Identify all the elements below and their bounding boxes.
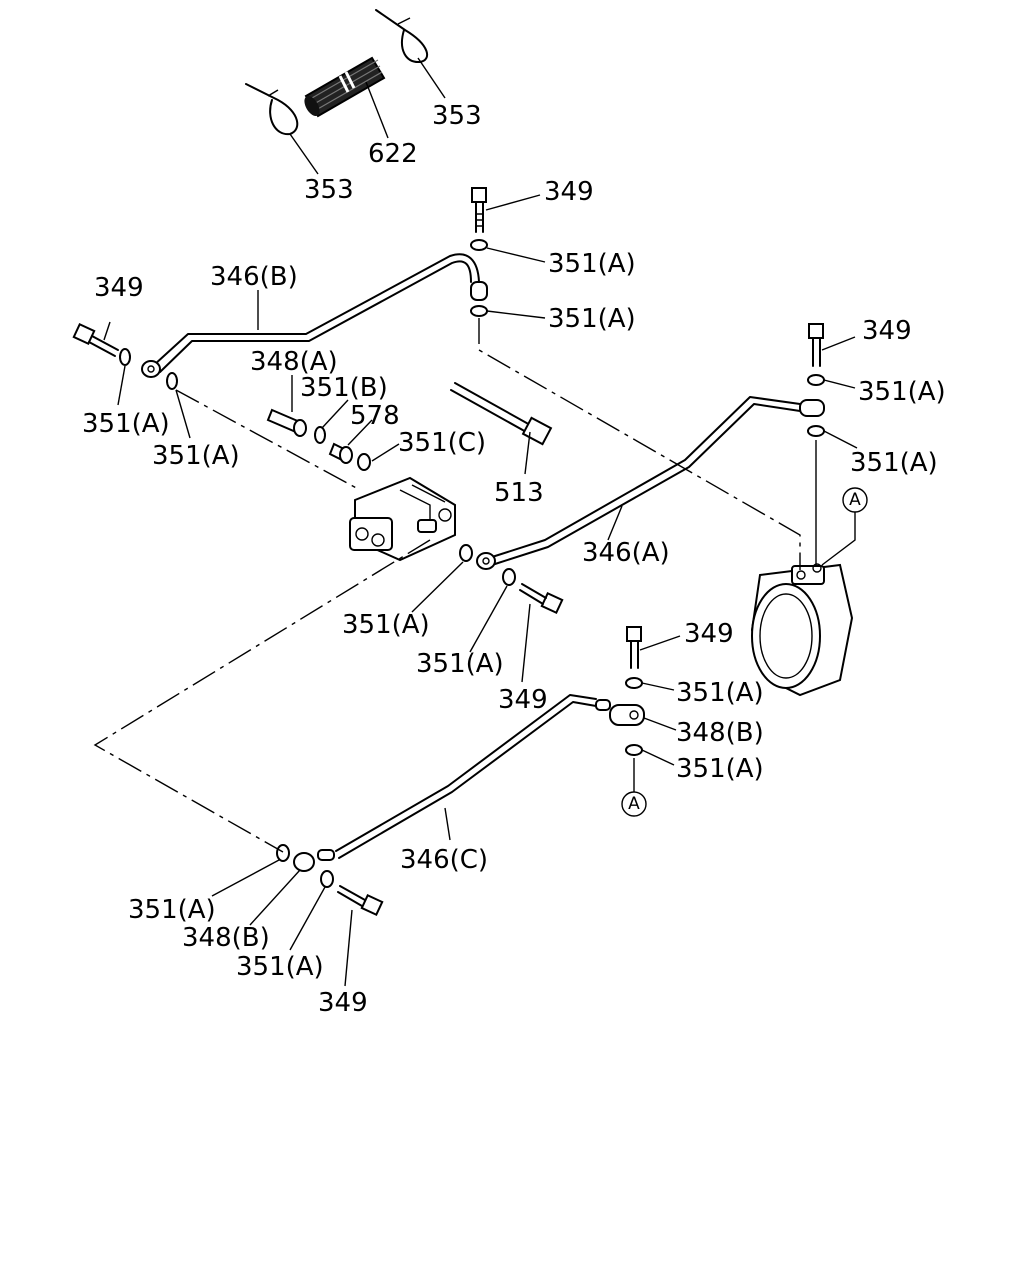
ref-circle-a-top: A bbox=[842, 487, 868, 513]
corrugated-hose-622 bbox=[304, 56, 386, 118]
cable-tie-353-top bbox=[375, 9, 429, 64]
bolt-349-mid bbox=[519, 583, 564, 615]
label-349-lowright: 349 bbox=[684, 619, 734, 649]
label-351a-mid1: 351(A) bbox=[342, 610, 430, 640]
brake-valve bbox=[349, 476, 456, 562]
label-351a-left2: 351(A) bbox=[152, 441, 240, 471]
label-348a: 348(A) bbox=[250, 347, 338, 377]
label-346b: 346(B) bbox=[210, 262, 298, 292]
alignment-lines bbox=[93, 318, 801, 853]
pipe-346a bbox=[476, 396, 825, 570]
label-348b-right: 348(B) bbox=[676, 718, 764, 748]
bolt-349-lowright bbox=[626, 626, 642, 669]
label-351a-bot2: 351(A) bbox=[236, 952, 324, 982]
label-351a-1: 351(A) bbox=[548, 249, 636, 279]
label-351a-lowright2: 351(A) bbox=[676, 754, 764, 784]
label-348b-bot: 348(B) bbox=[182, 923, 270, 953]
label-351a-right1: 351(A) bbox=[858, 377, 946, 407]
label-351a-bot1: 351(A) bbox=[128, 895, 216, 925]
ref-a-top-text: A bbox=[849, 490, 861, 510]
bolt-349-top bbox=[471, 187, 487, 233]
label-351a-2: 351(A) bbox=[548, 304, 636, 334]
label-513: 513 bbox=[494, 478, 544, 508]
label-578: 578 bbox=[350, 401, 400, 431]
label-349-mid: 349 bbox=[498, 685, 548, 715]
label-349-top: 349 bbox=[544, 177, 594, 207]
label-346a: 346(A) bbox=[582, 538, 670, 568]
washers bbox=[119, 239, 825, 888]
label-349-right: 349 bbox=[862, 316, 912, 346]
ref-circle-a-bottom: A bbox=[621, 791, 647, 817]
bolt-349-left bbox=[72, 322, 119, 357]
label-351b: 351(B) bbox=[300, 373, 388, 403]
label-351a-mid2: 351(A) bbox=[416, 649, 504, 679]
fitting-348a bbox=[266, 408, 307, 437]
label-353-left: 353 bbox=[304, 175, 354, 205]
label-351a-right2: 351(A) bbox=[850, 448, 938, 478]
caliper-actuator bbox=[750, 563, 854, 697]
part-labels: 353 622 353 349 351(A) 351(A) 346(B) 349… bbox=[82, 101, 946, 1018]
leader-lines bbox=[103, 57, 858, 987]
label-622: 622 bbox=[368, 139, 418, 169]
label-351c: 351(C) bbox=[398, 428, 486, 458]
pipe-346c bbox=[293, 694, 645, 872]
ref-a-bottom-text: A bbox=[628, 794, 640, 814]
label-351a-lowright1: 351(A) bbox=[676, 678, 764, 708]
label-353-top: 353 bbox=[432, 101, 482, 131]
label-346c: 346(C) bbox=[400, 845, 488, 875]
label-351a-left1: 351(A) bbox=[82, 409, 170, 439]
label-349-bot: 349 bbox=[318, 988, 368, 1018]
pipe-346b bbox=[141, 253, 488, 378]
fitting-578 bbox=[328, 442, 353, 464]
clamp-513 bbox=[450, 382, 553, 446]
bolt-349-bottom bbox=[337, 885, 384, 917]
cable-tie-353-left bbox=[245, 83, 299, 136]
label-349-left: 349 bbox=[94, 273, 144, 303]
bolt-349-right bbox=[808, 323, 824, 367]
